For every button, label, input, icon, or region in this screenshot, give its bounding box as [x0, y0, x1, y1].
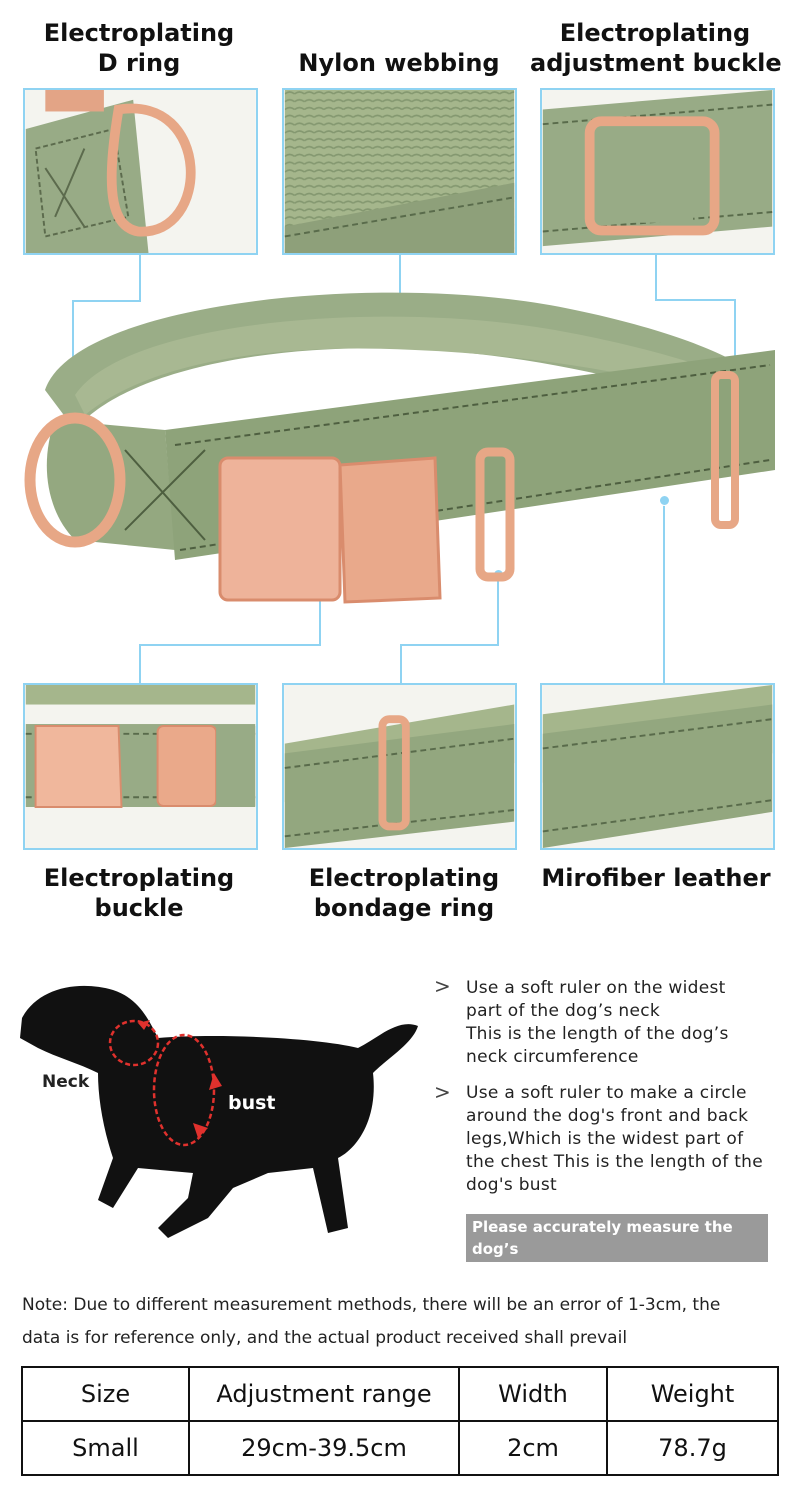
size-table: Size Adjustment range Width Weight Small…	[21, 1366, 779, 1476]
connector-d-ring-h	[72, 300, 141, 302]
pointer-dot-leather	[659, 495, 670, 506]
table-header-row: Size Adjustment range Width Weight	[21, 1366, 779, 1422]
connector-d-ring	[139, 255, 141, 302]
connector-buckle	[319, 580, 321, 645]
bondage-ring-illustration	[284, 685, 515, 848]
chevron-right-icon: >	[434, 1080, 451, 1104]
connector-adjust-v	[734, 299, 736, 371]
adjustment-buckle-illustration	[542, 90, 773, 253]
connector-bondage	[497, 574, 499, 646]
photo-bondage-ring	[282, 683, 517, 850]
connector-buckle-v	[139, 644, 141, 684]
label-d-ring: Electroplating D ring	[43, 19, 235, 77]
bust-label: bust	[228, 1092, 276, 1114]
connector-bondage-h	[400, 644, 499, 646]
table-cell: 29cm-39.5cm	[188, 1420, 460, 1476]
connector-buckle-h	[139, 644, 321, 646]
label-microfiber-leather: Mirofiber leather	[541, 864, 771, 892]
photo-microfiber-leather	[540, 683, 775, 850]
label-buckle: Electroplating buckle	[43, 864, 235, 922]
photo-nylon-webbing	[282, 88, 517, 255]
collar-illustration	[24, 292, 775, 604]
photo-buckle	[23, 683, 258, 850]
instruction-neck: Use a soft ruler on the widest part of t…	[466, 978, 729, 1067]
connector-adjust	[655, 255, 657, 301]
d-ring-illustration	[25, 90, 256, 253]
dog-silhouette-illustration	[20, 985, 418, 1238]
connector-bondage-v	[400, 644, 402, 684]
table-cell: 78.7g	[606, 1420, 779, 1476]
nylon-webbing-illustration	[284, 90, 515, 253]
table-header-cell: Width	[458, 1366, 608, 1422]
instruction-bust: Use a soft ruler to make a circle around…	[466, 1083, 764, 1195]
neck-label: Neck	[42, 1072, 90, 1092]
connector-d-ring-v	[72, 300, 74, 410]
photo-d-ring	[23, 88, 258, 255]
photo-adjustment-buckle	[540, 88, 775, 255]
connector-nylon	[399, 255, 401, 327]
neck-arrow-icon	[138, 1020, 150, 1030]
leather-illustration	[542, 685, 773, 848]
chevron-right-icon: >	[434, 974, 451, 998]
label-adjustment-buckle: Electroplating adjustment buckle	[530, 19, 782, 77]
table-row: Small 29cm-39.5cm 2cm 78.7g	[21, 1420, 779, 1476]
note-line-2: data is for reference only, and the actu…	[22, 1328, 628, 1348]
measure-hint-box: Please accurately measure the dog’s neck…	[466, 1214, 768, 1280]
label-bondage-ring: Electroplating bondage ring	[308, 864, 500, 922]
table-header-cell: Adjustment range	[188, 1366, 460, 1422]
buckle-illustration	[25, 685, 256, 848]
table-cell: Small	[21, 1420, 190, 1476]
table-header-cell: Weight	[606, 1366, 779, 1422]
note-line-1: Note: Due to different measurement metho…	[22, 1295, 721, 1315]
table-header-cell: Size	[21, 1366, 190, 1422]
connector-adjust-h	[655, 299, 736, 301]
table-cell: 2cm	[458, 1420, 608, 1476]
bust-arrow-icon	[209, 1073, 222, 1090]
label-nylon-webbing: Nylon webbing	[298, 49, 500, 77]
connector-leather	[663, 500, 665, 684]
